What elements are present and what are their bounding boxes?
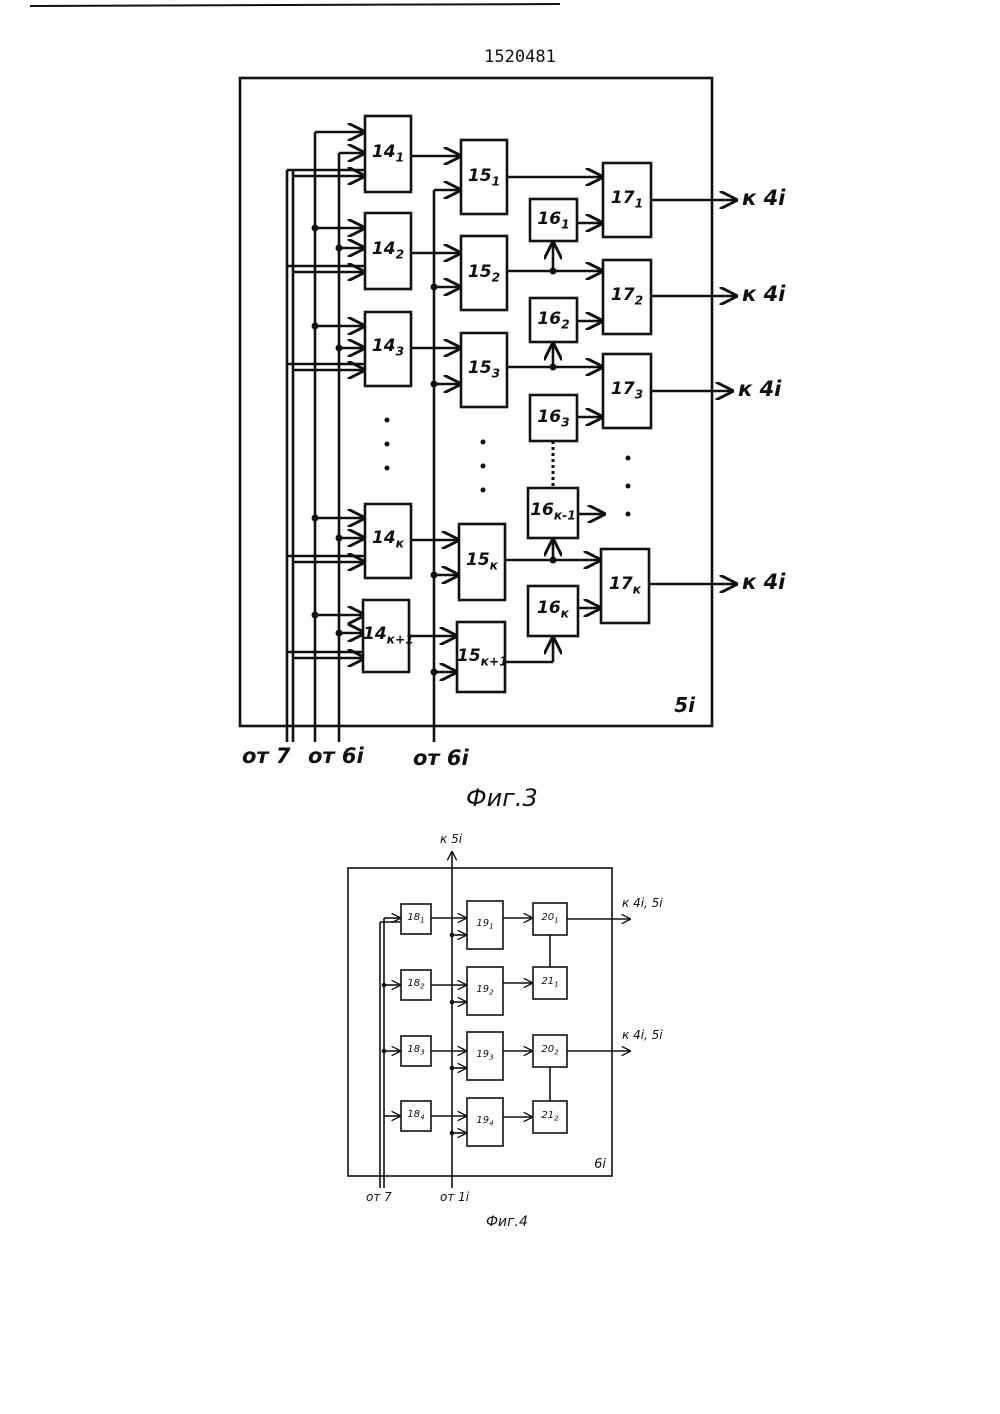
label-18-2: 182 — [401, 978, 431, 991]
label-21-1: 211 — [533, 976, 567, 989]
fig3-input-from-6i-b: от 6i — [413, 746, 469, 770]
fig3-output-k: к 4i — [742, 570, 785, 594]
label-18-4: 184 — [401, 1109, 431, 1122]
label-17-1: 171 — [603, 188, 651, 210]
label-21-2: 212 — [533, 1110, 567, 1123]
fig4-caption: Фиг.4 — [486, 1214, 528, 1230]
label-14-3: 143 — [365, 336, 411, 358]
label-17-k: 17к — [601, 574, 649, 596]
label-15-1: 151 — [461, 166, 507, 188]
top-rule — [30, 4, 560, 6]
fig3-output-1: к 4i — [742, 186, 785, 210]
figure-4: 6i — [348, 852, 630, 1188]
label-20-1: 201 — [533, 912, 567, 925]
fig4-input-from-1i: от 1i — [440, 1190, 469, 1204]
fig4-input-from-7: от 7 — [366, 1190, 392, 1204]
ellipsis-dots — [385, 418, 631, 517]
label-19-3: 193 — [467, 1049, 503, 1062]
patent-number: 1520481 — [484, 47, 556, 67]
label-15-3: 153 — [461, 358, 507, 380]
label-20-2: 202 — [533, 1044, 567, 1057]
label-19-4: 194 — [467, 1115, 503, 1128]
label-16-1: 161 — [530, 209, 577, 231]
label-14-k: 14к — [365, 528, 411, 550]
label-19-1: 191 — [467, 918, 503, 931]
label-17-2: 172 — [603, 285, 651, 307]
fig3-output-2: к 4i — [742, 282, 785, 306]
fig3-caption: Фиг.3 — [466, 784, 538, 812]
label-16-k: 16к — [528, 598, 578, 620]
label-15-k: 15к — [459, 550, 505, 572]
fig3-output-3: к 4i — [738, 377, 781, 401]
fig4-top-label: к 5i — [440, 832, 462, 846]
fig4-output-2: к 4i, 5i — [622, 1028, 663, 1042]
label-16-2: 162 — [530, 309, 577, 331]
label-19-2: 192 — [467, 984, 503, 997]
label-15-2: 152 — [461, 262, 507, 284]
label-16-k-1: 16к-1 — [528, 500, 578, 522]
label-15-k1: 15к+1 — [457, 646, 505, 668]
label-14-2: 142 — [365, 239, 411, 261]
label-18-1: 181 — [401, 912, 431, 925]
label-14-k1: 14к+1 — [363, 624, 409, 646]
fig4-frame-label: 6i — [594, 1157, 606, 1172]
label-14-1: 141 — [365, 142, 411, 164]
fig3-frame-label: 5i — [674, 693, 696, 717]
label-18-3: 183 — [401, 1044, 431, 1057]
fig4-output-1: к 4i, 5i — [622, 896, 663, 910]
label-17-3: 173 — [603, 379, 651, 401]
fig3-input-from-6i-a: от 6i — [308, 744, 364, 768]
label-16-3: 163 — [530, 407, 577, 429]
fig3-input-from-7: от 7 — [242, 744, 291, 768]
